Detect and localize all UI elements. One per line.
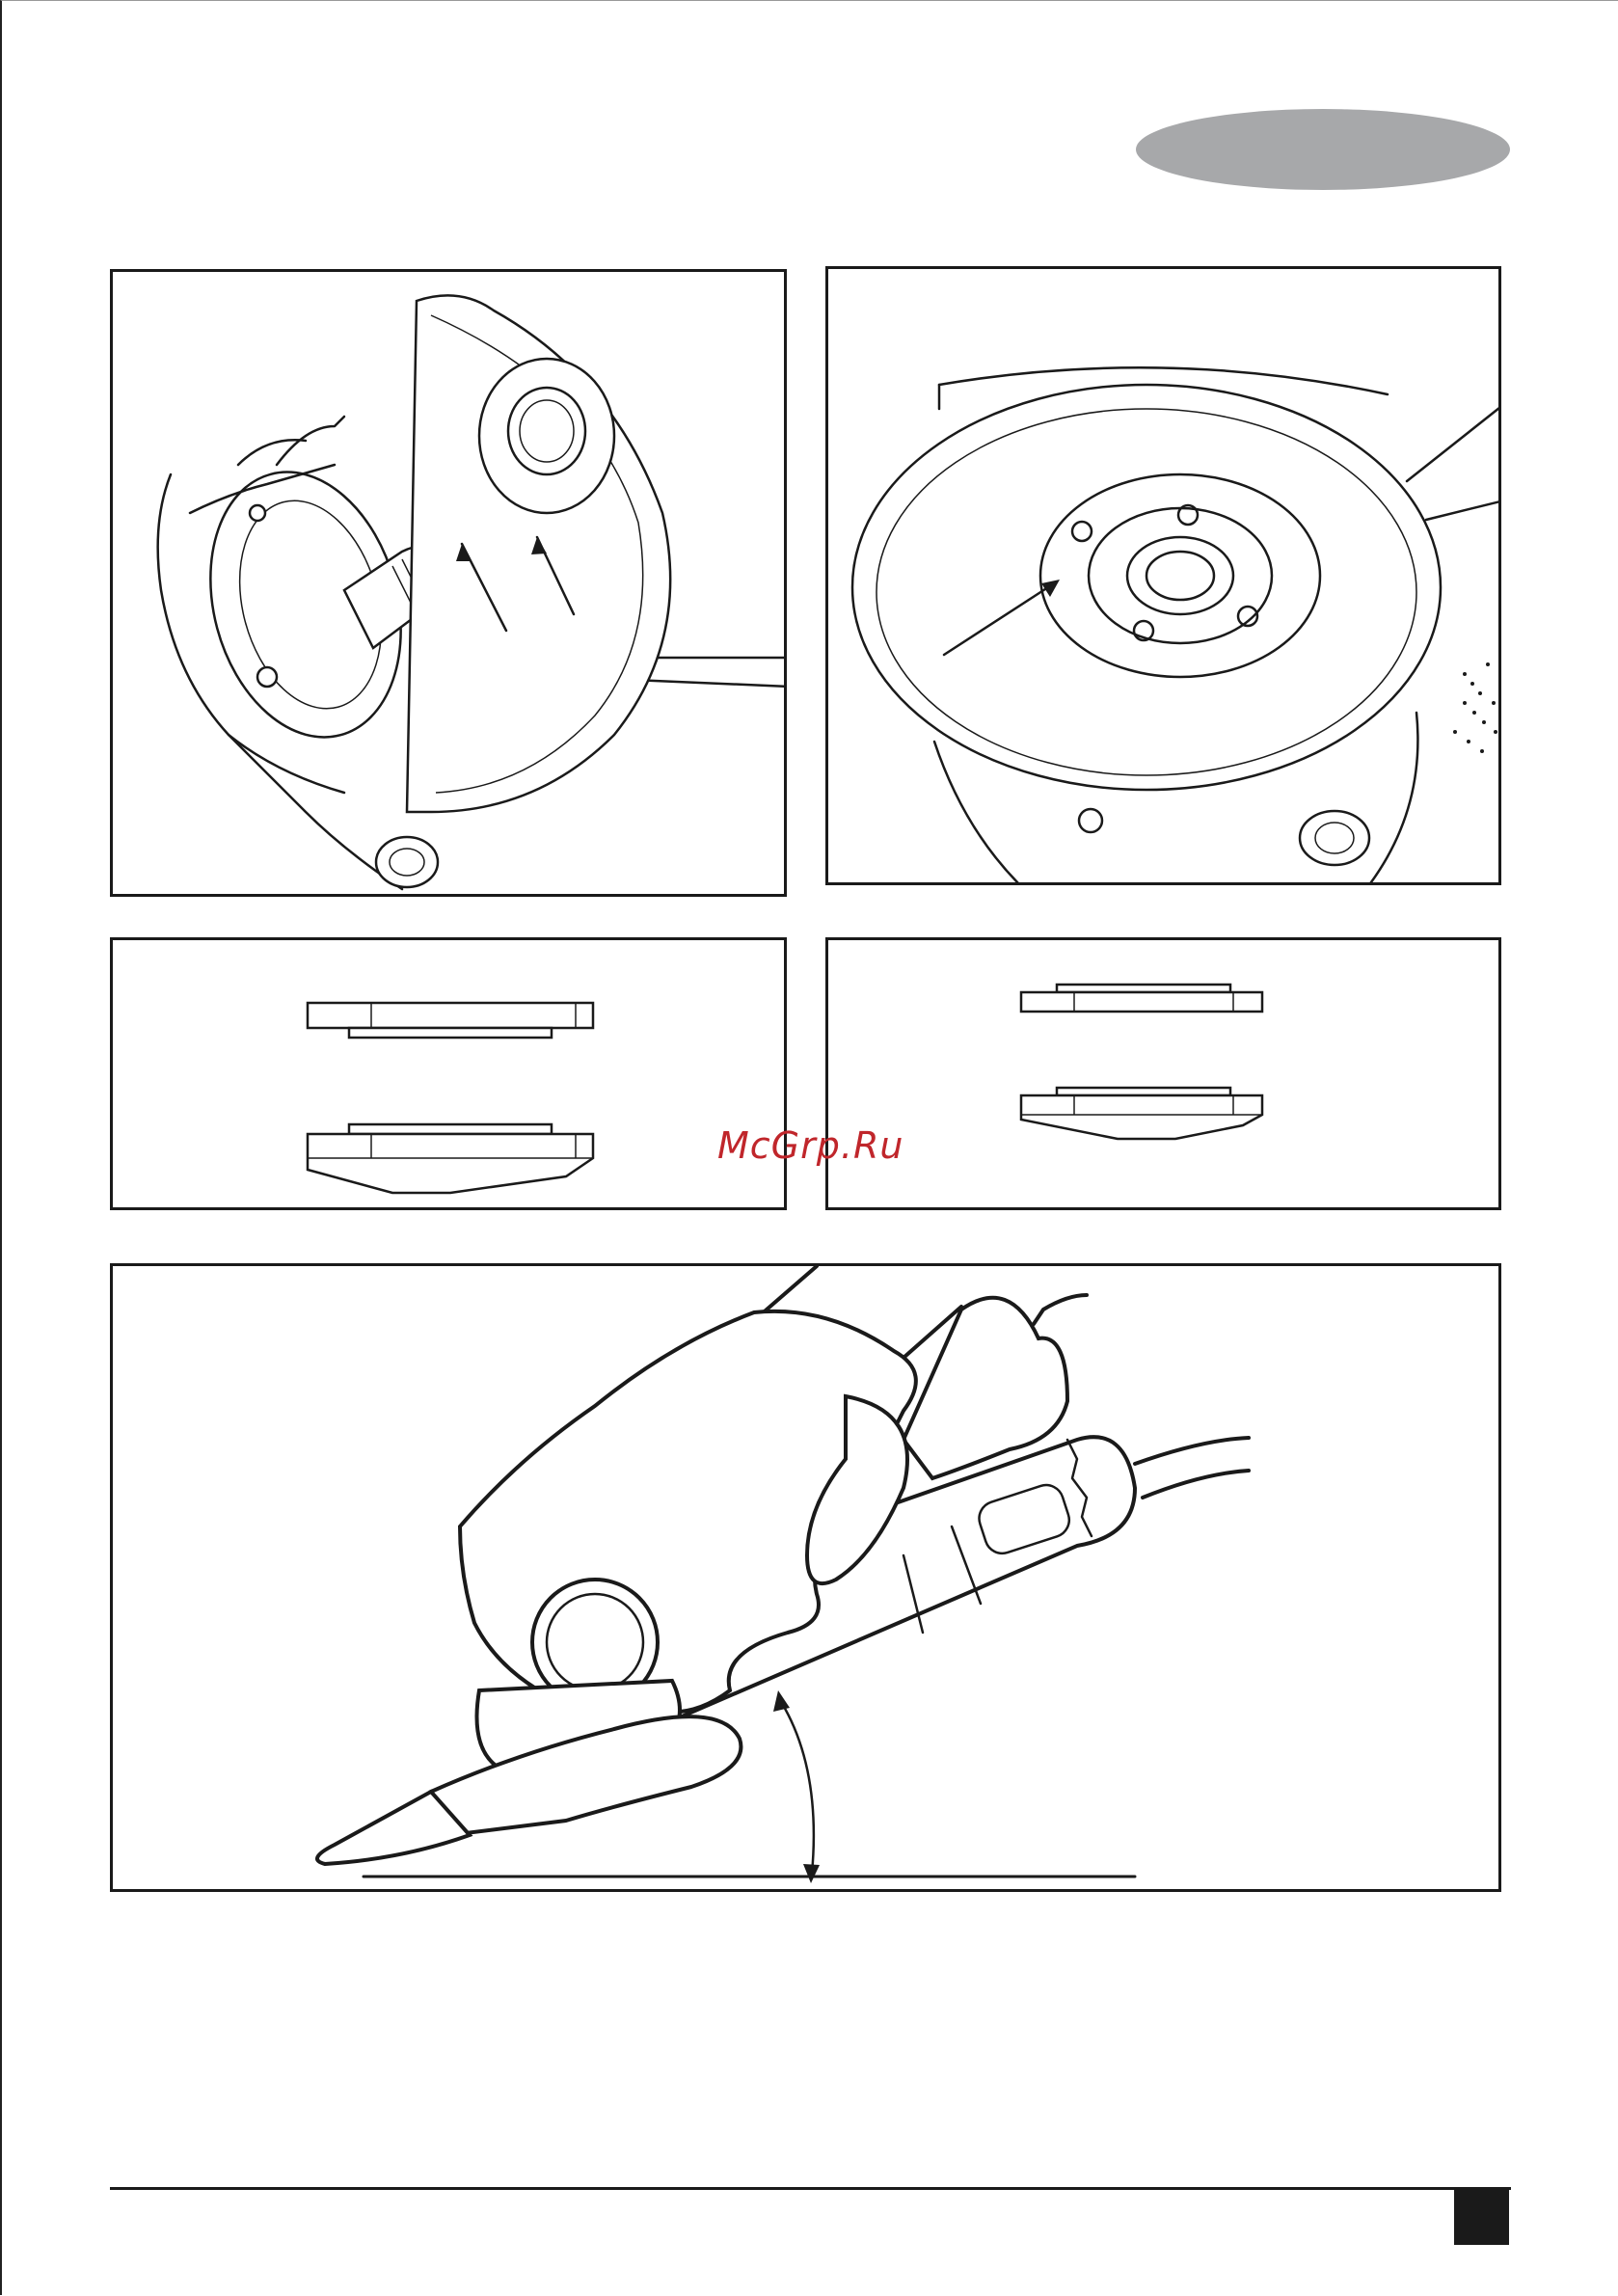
language-tab [1136,109,1510,190]
flange-profiles-icon [113,940,787,1210]
figure-guard-spindle [110,269,787,897]
figure-flange-orientation-a [110,937,787,1210]
figure-grinding-angle [110,1263,1501,1892]
footer-rule [110,2187,1511,2190]
figure-disc-flange [825,266,1501,885]
grinder-disc-flange-icon [828,269,1501,885]
flange-profiles-icon [828,940,1501,1210]
grinder-guard-spindle-icon [113,272,787,897]
watermark: McGrp.Ru [717,1124,903,1167]
hands-holding-grinder-icon [113,1266,1501,1892]
figure-flange-orientation-b [825,937,1501,1210]
page-number-box [1454,2187,1509,2245]
